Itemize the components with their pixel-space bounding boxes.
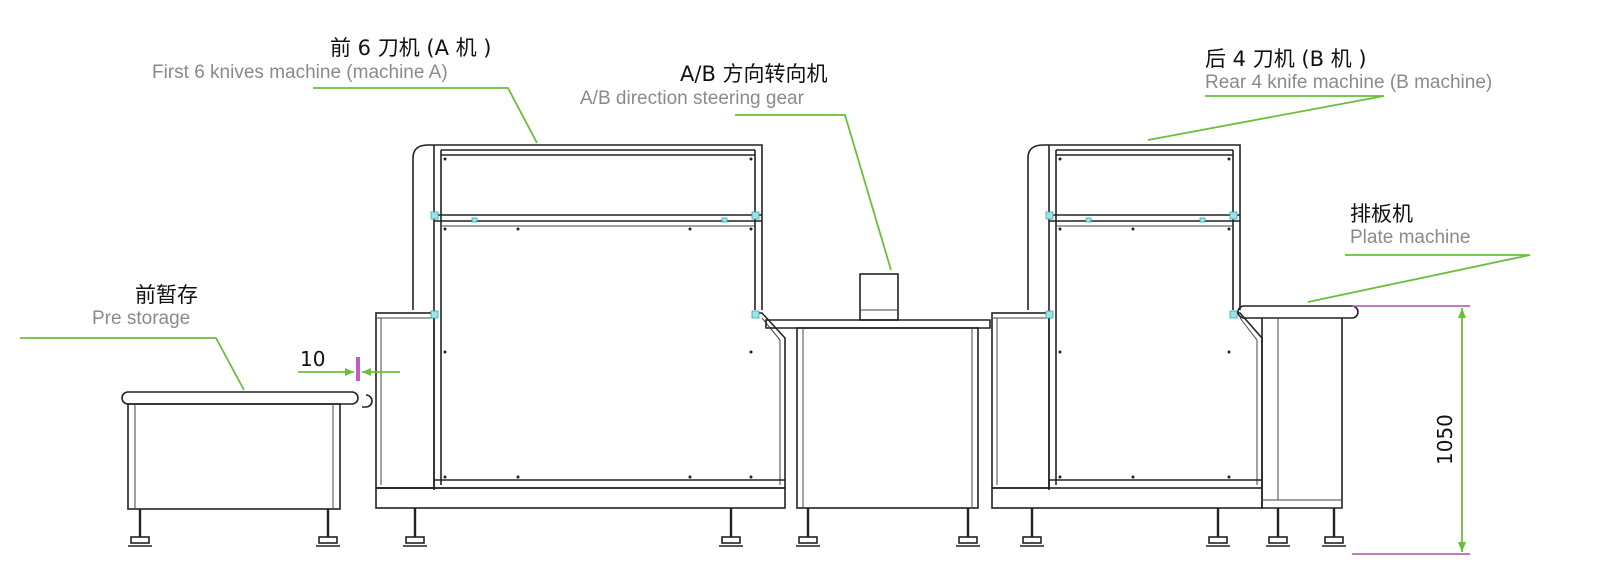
machine-a-legs — [403, 508, 743, 547]
machine-a — [375, 144, 786, 547]
machine-b-legs — [1020, 508, 1230, 547]
steering-gear — [765, 273, 991, 547]
rear-machine-label-en: Rear 4 knife machine (B machine) — [1205, 72, 1492, 93]
plate-machine — [1237, 305, 1359, 547]
rear-machine-label-cn: 后 4 刀机 (B 机 ) — [1205, 47, 1367, 71]
plate-machine-legs — [1266, 508, 1346, 547]
gap-dimension: 10 — [298, 347, 400, 381]
leader-lines — [20, 87, 1531, 391]
plate-machine-label-en: Plate machine — [1350, 227, 1470, 248]
steering-gear-legs — [796, 508, 980, 547]
machine-b — [991, 144, 1263, 547]
gap-dimension-value: 10 — [300, 347, 325, 371]
steering-label-cn: A/B 方向转向机 — [680, 62, 828, 86]
pre-storage-unit — [121, 391, 373, 547]
plate-machine-label-cn: 排板机 — [1350, 202, 1413, 226]
pre-storage-label-cn: 前暂存 — [135, 283, 198, 307]
pre-storage-label-en: Pre storage — [92, 308, 190, 329]
steering-label-en: A/B direction steering gear — [580, 88, 805, 109]
front-machine-label-cn: 前 6 刀机 (A 机 ) — [330, 36, 492, 60]
front-machine-label-en: First 6 knives machine (machine A) — [152, 62, 448, 83]
pre-storage-legs — [128, 509, 340, 547]
height-dimension: 1050 — [1352, 305, 1470, 555]
height-dimension-value: 1050 — [1433, 414, 1457, 465]
